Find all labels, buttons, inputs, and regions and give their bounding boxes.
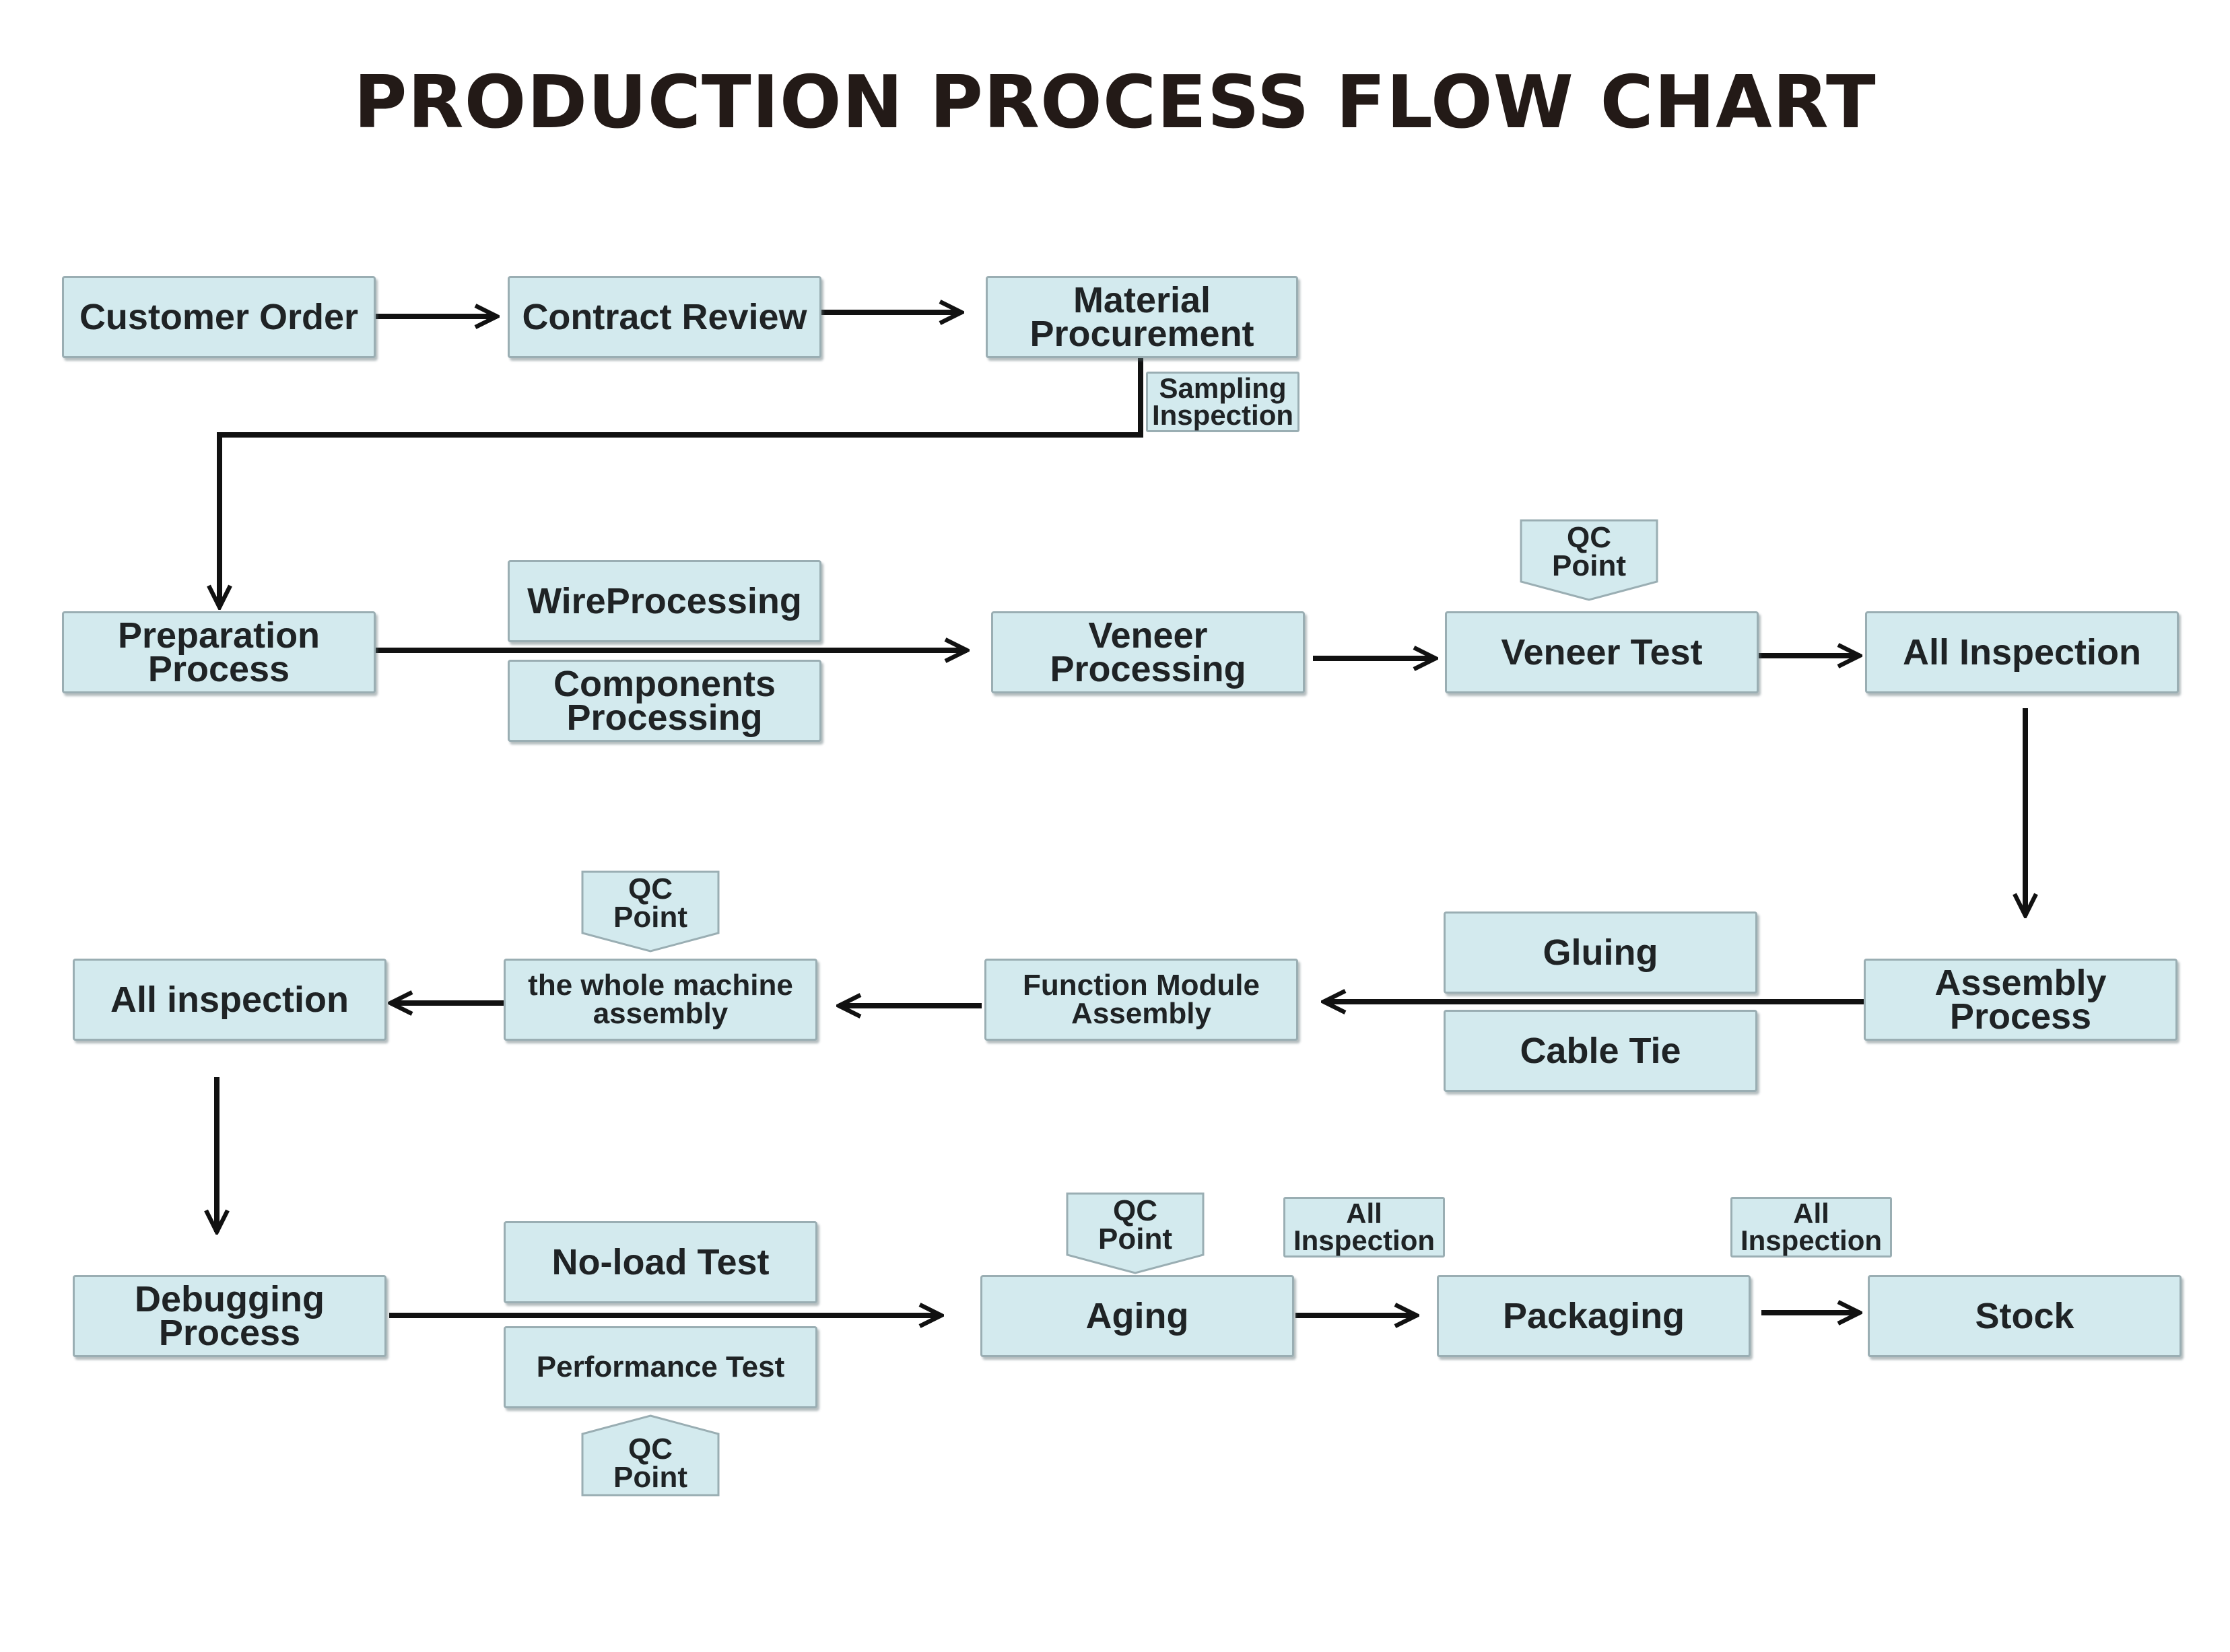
tag-all-inspection-stock: All Inspection xyxy=(1730,1197,1892,1258)
node-all-inspection: All Inspection xyxy=(1865,611,2179,693)
badge-qc-point-whole-machine: QC Point xyxy=(580,870,720,953)
node-function-module-assembly: Function Module Assembly xyxy=(984,959,1298,1041)
node-material-procurement: Material Procurement xyxy=(986,276,1298,358)
badge-qc-point-aging: QC Point xyxy=(1065,1192,1205,1275)
node-aging: Aging xyxy=(980,1275,1294,1357)
node-performance-test: Performance Test xyxy=(504,1326,817,1408)
node-debugging-process: Debugging Process xyxy=(73,1275,386,1357)
tag-all-inspection-packaging: All Inspection xyxy=(1283,1197,1445,1258)
badge-qc-point-label: QC Point xyxy=(613,1433,687,1494)
node-stock: Stock xyxy=(1868,1275,2182,1357)
node-no-load-test: No-load Test xyxy=(504,1221,817,1303)
badge-qc-point-label: QC Point xyxy=(613,872,687,934)
tag-sampling-inspection: Sampling Inspection xyxy=(1146,372,1299,432)
node-gluing: Gluing xyxy=(1444,911,1757,994)
node-veneer-processing: Veneer Processing xyxy=(991,611,1305,693)
node-wire-processing: WireProcessing xyxy=(508,560,821,642)
node-customer-order: Customer Order xyxy=(62,276,376,358)
node-whole-machine-assembly: the whole machine assembly xyxy=(504,959,817,1041)
badge-qc-point-veneer-test: QC Point xyxy=(1519,518,1659,602)
badge-qc-point-label: QC Point xyxy=(1098,1194,1172,1255)
arrow-procurement-to-preparation xyxy=(219,358,1143,607)
node-cable-tie: Cable Tie xyxy=(1444,1010,1757,1092)
badge-qc-point-label: QC Point xyxy=(1552,521,1626,582)
badge-qc-point-performance-test: QC Point xyxy=(580,1414,720,1497)
node-packaging: Packaging xyxy=(1437,1275,1751,1357)
node-all-inspection-assembly: All inspection xyxy=(73,959,386,1041)
node-assembly-process: Assembly Process xyxy=(1864,959,2177,1041)
chart-title: PRODUCTION PROCESS FLOW CHART xyxy=(353,61,1877,145)
node-components-processing: Components Processing xyxy=(508,660,821,742)
node-veneer-test: Veneer Test xyxy=(1445,611,1759,693)
node-preparation-process: Preparation Process xyxy=(62,611,376,693)
node-contract-review: Contract Review xyxy=(508,276,821,358)
